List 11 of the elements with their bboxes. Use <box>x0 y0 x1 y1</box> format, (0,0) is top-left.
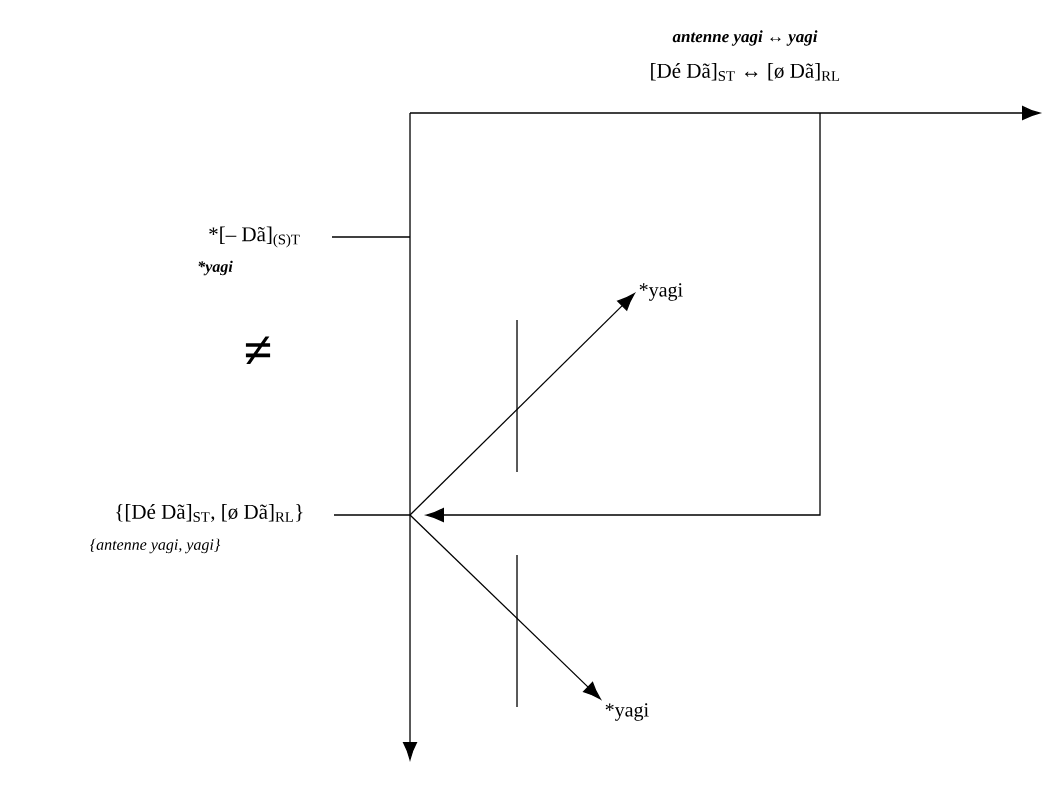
not-equal-sign: ≠ <box>245 336 271 364</box>
formula-text: [Dé Dã]$_{ST}$ ↔ [ø Dã]$_{RL}$ <box>651 63 840 81</box>
output-text: *yagi <box>605 703 649 721</box>
gloss-text: *yagi <box>198 260 233 276</box>
formula-text: {[Dé Dã]$_{ST}$, [ø Dã]$_{RL}$} <box>116 504 303 522</box>
gloss-text: {antenne yagi, yagi} <box>90 538 221 554</box>
output-text: *yagi <box>639 283 683 301</box>
formula-text: antenne yagi ↔ yagi <box>672 30 818 46</box>
arrow <box>409 514 601 700</box>
arrow <box>409 293 635 516</box>
formula-text: *[– Dã]$_{(S)T}$ <box>209 226 300 248</box>
